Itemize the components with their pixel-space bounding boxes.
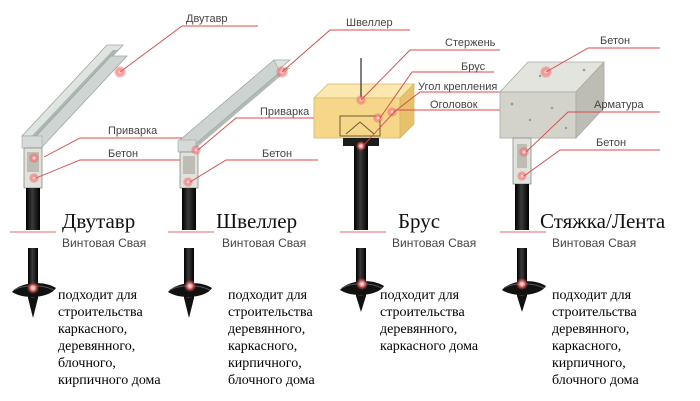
callout-label: Бетон (600, 35, 630, 47)
pile-label: Винтовая Свая (552, 236, 636, 250)
i-beam-illustration (21, 44, 128, 149)
timber-beam-illustration (313, 58, 415, 146)
column-description: подходит для строительства деревянного, … (552, 288, 640, 388)
callout-label: Приварка (108, 125, 158, 137)
callout-dot (356, 278, 368, 290)
pile-label: Винтовая Свая (392, 236, 476, 250)
callout-dot (516, 278, 528, 290)
callout-label: Оголовок (430, 99, 478, 111)
callout-dot (387, 107, 397, 117)
callout-dot (356, 141, 366, 151)
column-brus: Стержень Брус Угол крепления Оголовок Бр… (313, 37, 510, 354)
column-title: Брус (398, 209, 440, 233)
callout-dot (191, 145, 201, 155)
callout-label: Бетон (108, 148, 138, 160)
column-title: Двутавр (62, 209, 135, 233)
column-title: Швеллер (216, 209, 297, 233)
pile-shaft (182, 188, 196, 230)
callout-dot (373, 113, 383, 123)
concrete-strip-illustration (499, 60, 605, 140)
column-description: подходит для строительства деревянного, … (380, 288, 479, 354)
callout-dot (519, 147, 529, 157)
column-description: подходит для строительства деревянного, … (228, 288, 316, 388)
callout-label: Угол крепления (418, 81, 497, 93)
callout-label: Двутавр (186, 13, 228, 25)
callout-dot (184, 280, 196, 292)
callout-dot (29, 153, 39, 163)
callout-label: Бетон (262, 148, 292, 160)
channel-beam-illustration (177, 59, 292, 153)
callout-label: Бетон (596, 137, 626, 149)
pile-label: Винтовая Свая (62, 236, 146, 250)
callout-label: Приварка (260, 106, 310, 118)
column-description: подходит для строительства каркасного, д… (58, 288, 161, 388)
callout-dot (517, 171, 527, 181)
callout-dot (27, 282, 39, 294)
column-shveller: Швеллер Приварка Бетон Швеллер Винтовая … (168, 17, 410, 388)
callout-label: Швеллер (346, 17, 393, 29)
callout-dot (29, 173, 39, 183)
pile-shaft (515, 184, 529, 230)
column-dvutavr: Двутавр Приварка Бетон Двутавр Винтовая … (10, 13, 258, 388)
callout-label: Арматура (594, 99, 645, 111)
callout-label: Брус (461, 61, 486, 73)
callout-label: Стержень (445, 37, 496, 49)
pile-shaft (26, 188, 40, 230)
pile-shaft (354, 146, 368, 230)
column-styazhka-lenta: Бетон Арматура Бетон Стяжка/Лента Винтов… (499, 35, 666, 388)
callout-dot (183, 177, 193, 187)
pile-label: Винтовая Свая (222, 236, 306, 250)
column-title: Стяжка/Лента (540, 209, 666, 233)
